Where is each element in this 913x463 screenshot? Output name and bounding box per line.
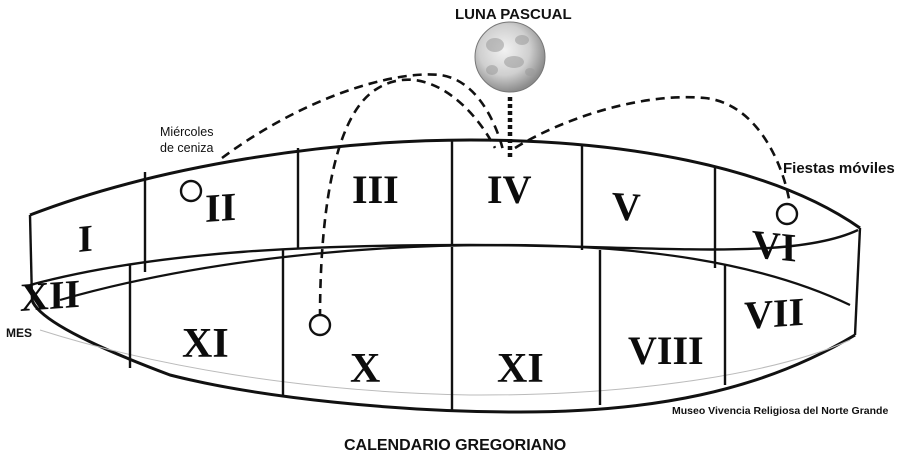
month-numeral-back-5: V [612,183,641,231]
ash-wednesday-marker [179,179,203,203]
ash-wednesday-line1: Miércoles [160,125,214,139]
month-numeral-front-8: VIII [628,328,704,373]
moon-craters [486,35,535,76]
month-numeral-back-2: II [205,183,237,231]
movable-feasts-label: Fiestas móviles [783,160,895,177]
month-numeral-front-11b: XI [497,346,544,392]
month-numeral-front-10: X [350,346,381,392]
band-left-end [28,214,34,301]
band-right-end [853,227,862,336]
museum-credit: Museo Vivencia Religiosa del Norte Grand… [672,405,889,417]
month-numeral-front-11a: XI [182,321,229,367]
month-numeral-front-12: XII [20,270,81,320]
band-inner-shadow [39,329,851,396]
month-label: MES [6,326,33,340]
band-front-top-edge [29,228,859,287]
month-numeral-front-7: VII [744,288,805,338]
band-back-top-edge [29,138,861,230]
month-x-marker [308,313,332,337]
pascal-moon-label: LUNA PASCUAL [455,6,572,23]
movable-feast-arcs [221,73,792,319]
month-numeral-back-6: VI [752,221,797,271]
calendar-title: CALENDARIO GREGORIANO [344,437,567,454]
fiestas-moviles-marker [775,202,799,226]
front-dividers [128,247,727,411]
month-numeral-back-1: I [78,217,93,261]
band-back-bottom-edge [59,243,851,306]
band-front-bottom-edge [30,299,856,414]
month-numeral-back-4: IV [487,167,532,212]
ash-wednesday-line2: de ceniza [160,141,214,155]
ash-wednesday-label: Miércoles de ceniza [160,124,214,156]
month-numeral-back-3: III [352,167,399,212]
back-dividers [143,140,717,272]
